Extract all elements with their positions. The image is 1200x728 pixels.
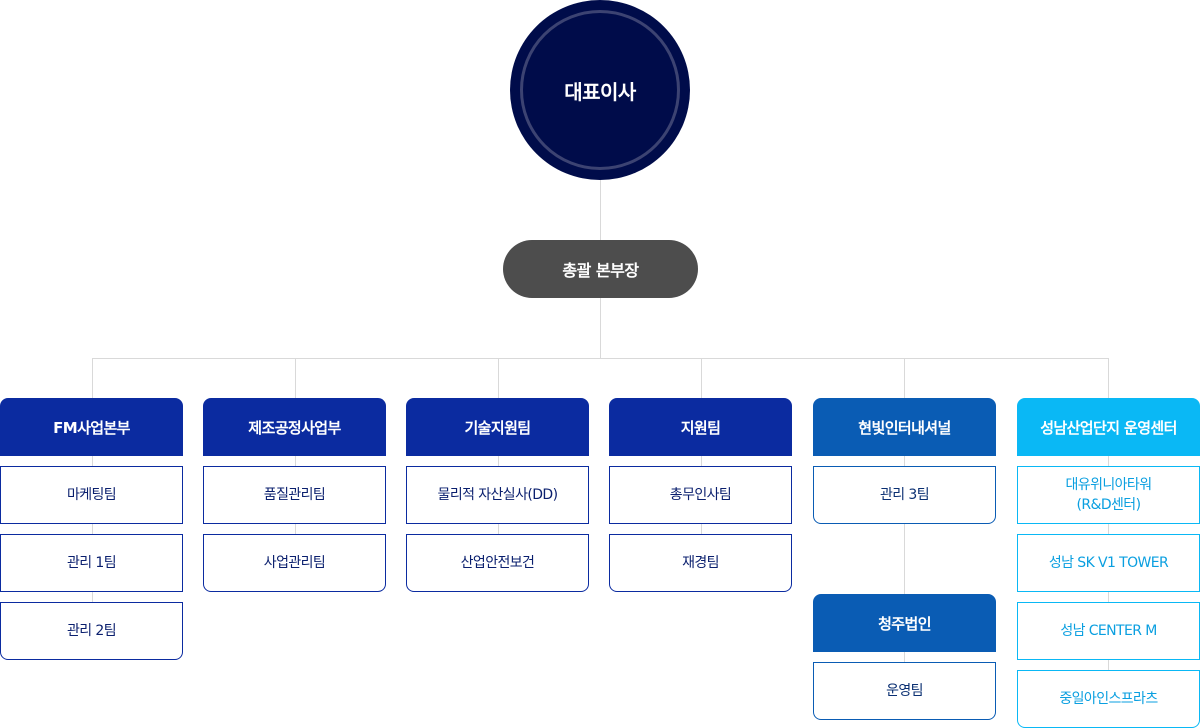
team-box: 품질관리팀 bbox=[203, 466, 386, 524]
team-box: 산업안전보건 bbox=[406, 534, 589, 592]
team-box: 관리 3팀 bbox=[813, 466, 996, 524]
team-box: 성남 CENTER M bbox=[1017, 602, 1200, 660]
connector-horizontal bbox=[92, 358, 1109, 359]
team-box: 마케팅팀 bbox=[0, 466, 183, 524]
connector-col1-stack bbox=[92, 456, 93, 602]
connector-drop-4 bbox=[701, 358, 702, 398]
connector-drop-6 bbox=[1108, 358, 1109, 398]
subsidiary-cheongju-head: 청주법인 bbox=[813, 594, 996, 652]
team-box: 총무인사팀 bbox=[609, 466, 792, 524]
team-box: 사업관리팀 bbox=[203, 534, 386, 592]
connector-drop-1 bbox=[92, 358, 93, 398]
connector-drop-5 bbox=[904, 358, 905, 398]
division-hyunbit-head: 현빛인터내셔널 bbox=[813, 398, 996, 456]
team-box: 대유위니아타워 (R&D센터) bbox=[1017, 466, 1200, 524]
team-box: 물리적 자산실사(DD) bbox=[406, 466, 589, 524]
team-box: 중일아인스프라츠 bbox=[1017, 670, 1200, 728]
division-fm-head: FM사업본부 bbox=[0, 398, 183, 456]
ceo-ring bbox=[520, 10, 680, 170]
connector-gm-down bbox=[600, 298, 601, 358]
ceo-node: 대표이사 bbox=[510, 0, 690, 180]
general-manager-node: 총괄 본부장 bbox=[503, 240, 698, 298]
division-seongnam-head: 성남산업단지 운영센터 bbox=[1017, 398, 1200, 456]
connector-col5-stack bbox=[904, 456, 905, 662]
division-tech-support-head: 기술지원팀 bbox=[406, 398, 589, 456]
connector-drop-2 bbox=[295, 358, 296, 398]
ceo-label: 대표이사 bbox=[564, 79, 636, 104]
division-manufacturing-head: 제조공정사업부 bbox=[203, 398, 386, 456]
team-box: 성남 SK V1 TOWER bbox=[1017, 534, 1200, 592]
division-support-head: 지원팀 bbox=[609, 398, 792, 456]
team-box: 관리 2팀 bbox=[0, 602, 183, 660]
connector-ceo-to-gm bbox=[600, 180, 601, 240]
connector-drop-3 bbox=[498, 358, 499, 398]
team-box: 재경팀 bbox=[609, 534, 792, 592]
team-box: 관리 1팀 bbox=[0, 534, 183, 592]
team-box: 운영팀 bbox=[813, 662, 996, 720]
